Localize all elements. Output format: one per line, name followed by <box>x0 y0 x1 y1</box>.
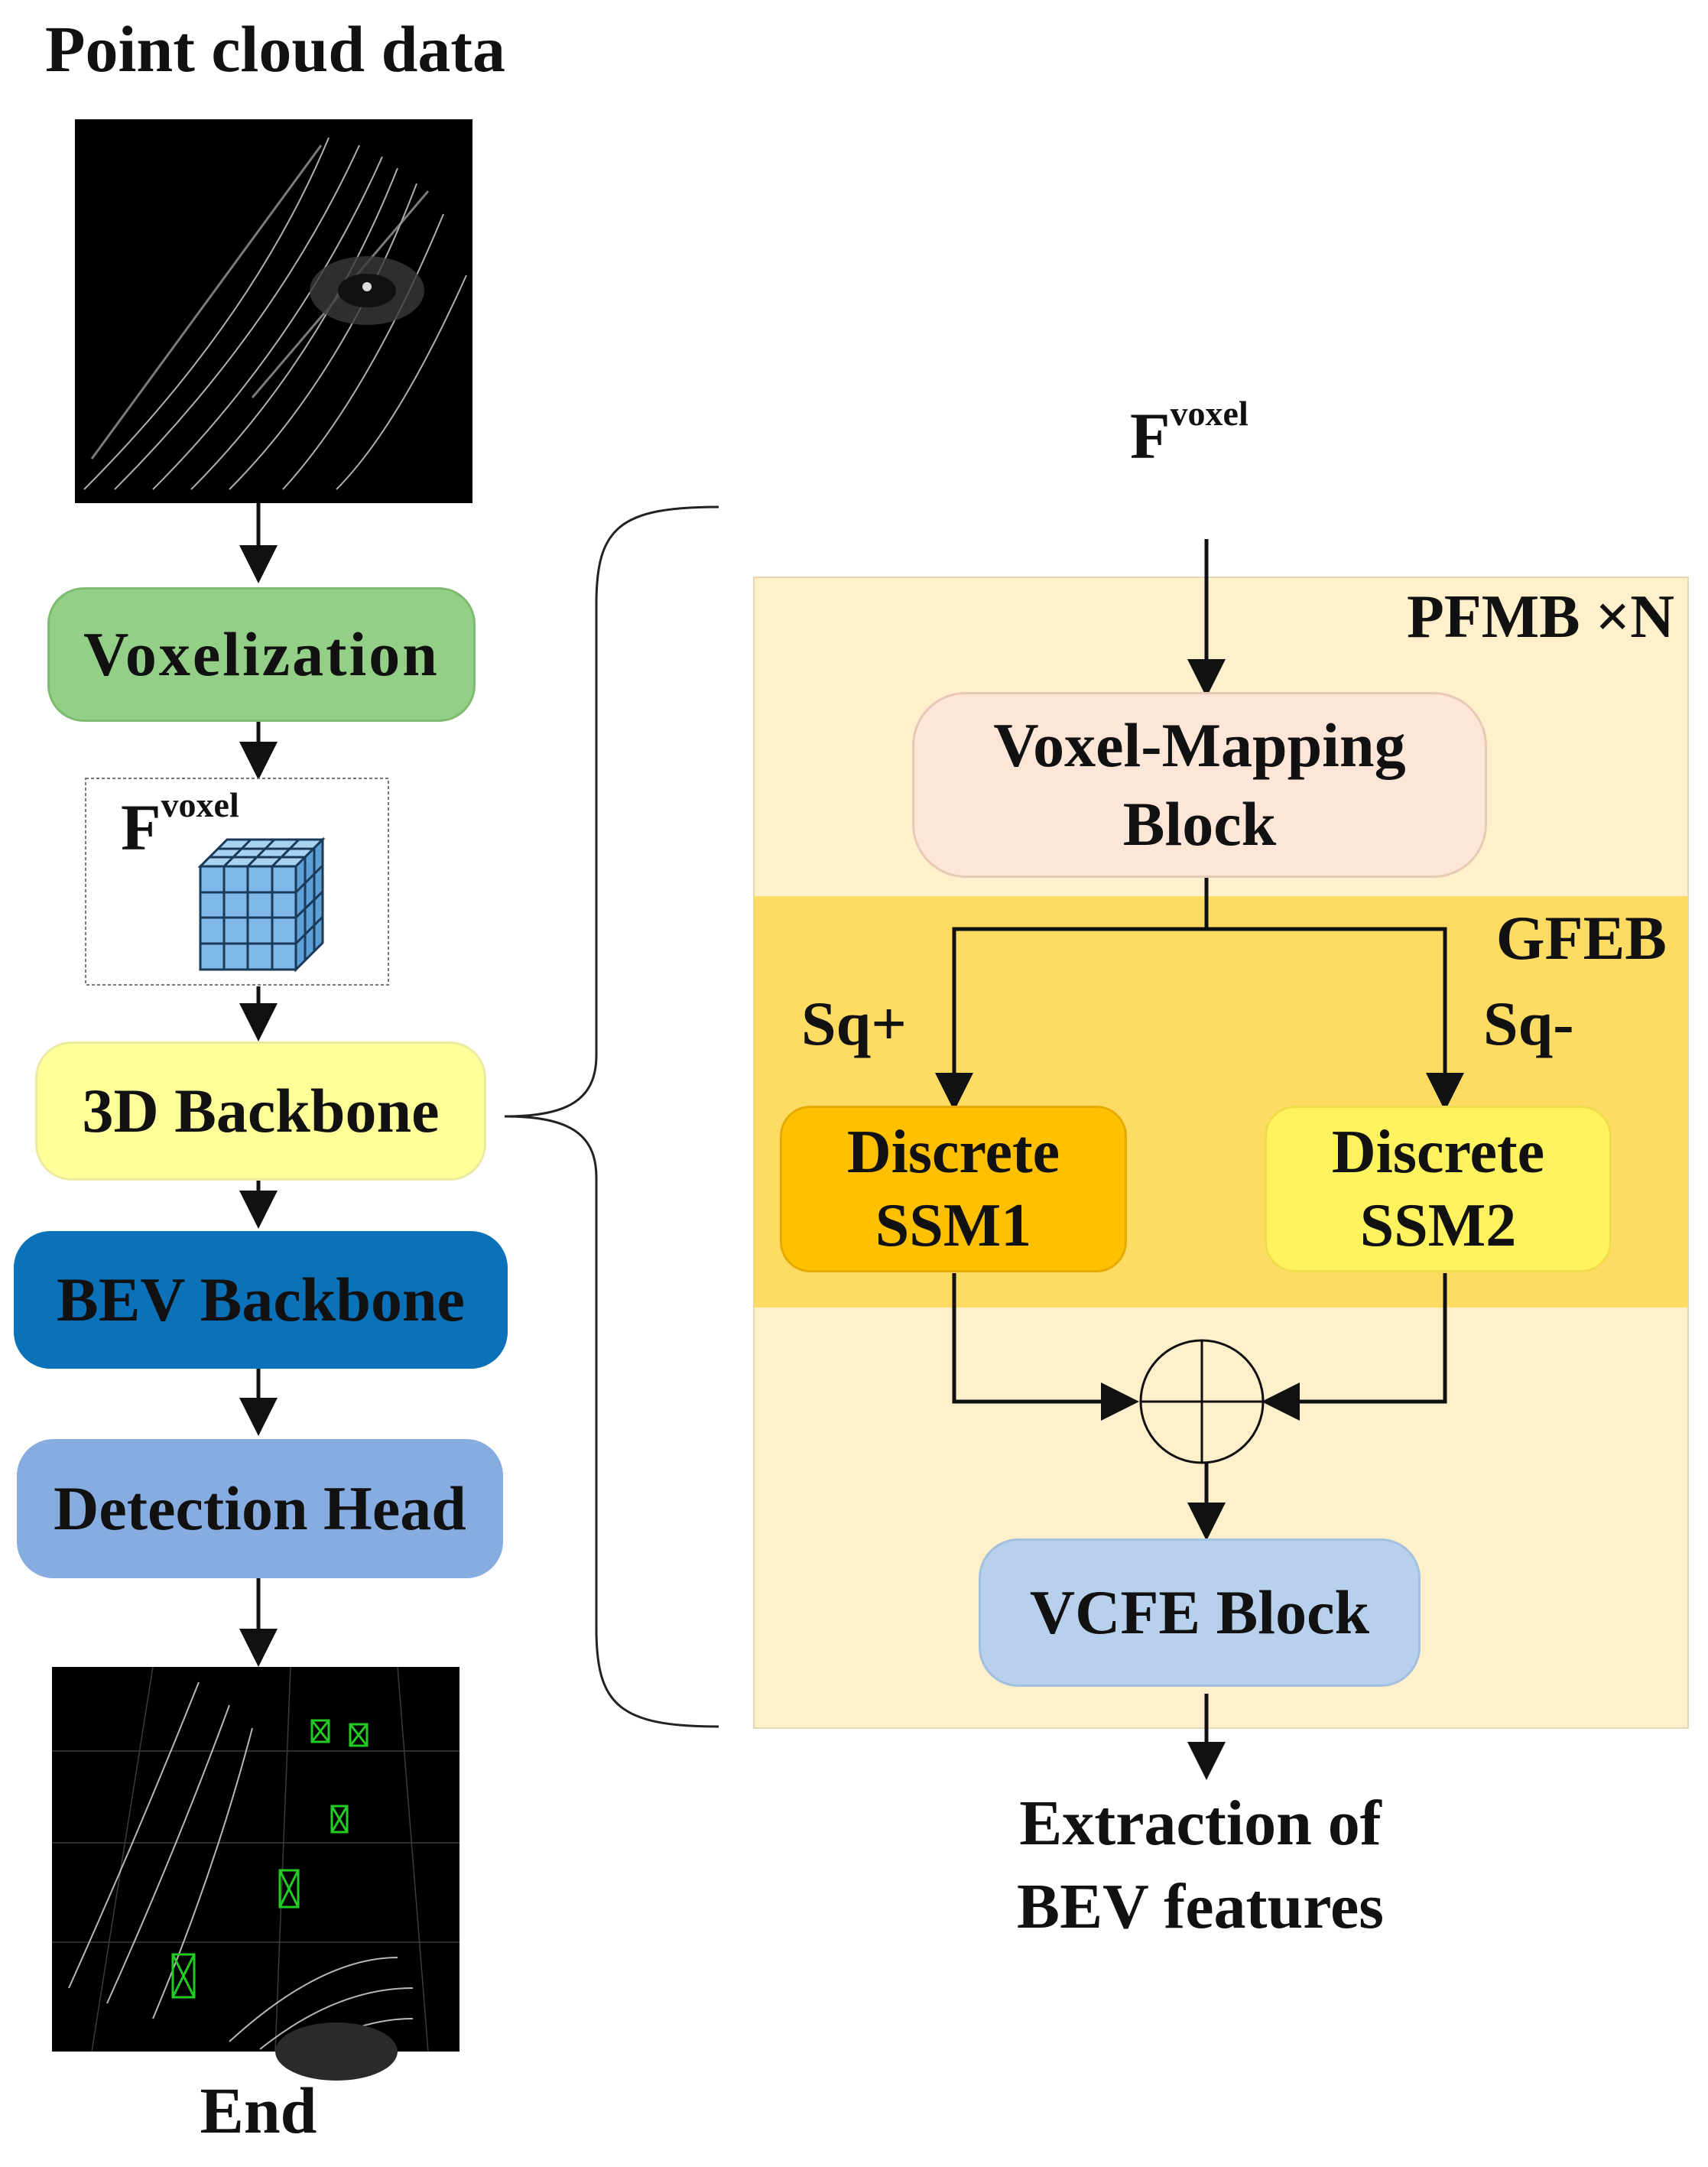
input-feature-label: Fvoxel <box>1130 394 1249 474</box>
feature-sup: voxel <box>161 785 239 824</box>
voxelization-block: Voxelization <box>47 587 476 722</box>
output-text: Extraction of BEV features <box>917 1782 1483 1948</box>
ssm1-line1: Discrete <box>846 1119 1060 1186</box>
sq-plus-label: Sq+ <box>801 989 907 1058</box>
feature-base: F <box>121 791 161 864</box>
pfmb-label: PFMB ×N <box>1407 583 1674 651</box>
ssm2-line1: Discrete <box>1331 1119 1545 1186</box>
vcfe-block: VCFE Block <box>979 1538 1421 1687</box>
voxel-cube-icon <box>197 837 326 973</box>
bev-backbone-block: BEV Backbone <box>14 1231 508 1369</box>
sum-node-icon <box>1139 1339 1265 1464</box>
expansion-brace <box>504 505 719 1728</box>
input-label: Point cloud data <box>44 12 506 86</box>
gfeb-label: GFEB <box>1495 903 1667 973</box>
detection-result-image <box>52 1666 459 2081</box>
bev-backbone-label: BEV Backbone <box>57 1265 465 1334</box>
ssm1-line2: SSM1 <box>875 1192 1032 1259</box>
backbone-3d-label: 3D Backbone <box>82 1076 440 1145</box>
feature-voxel-label: Fvoxel <box>121 785 239 866</box>
voxel-mapping-line2: Block <box>1122 788 1277 859</box>
output-label: End <box>200 2074 317 2147</box>
detection-head-label: Detection Head <box>54 1473 466 1543</box>
input-sup: voxel <box>1170 394 1249 433</box>
voxelization-label: Voxelization <box>83 619 440 689</box>
voxel-mapping-block: Voxel-Mapping Block <box>912 692 1487 878</box>
ssm1-block: Discrete SSM1 <box>780 1106 1127 1272</box>
backbone-3d-block: 3D Backbone <box>35 1041 486 1181</box>
detection-head-block: Detection Head <box>17 1439 503 1578</box>
vcfe-label: VCFE Block <box>1029 1577 1370 1647</box>
ssm2-line2: SSM2 <box>1359 1192 1517 1259</box>
sq-minus-label: Sq- <box>1483 989 1574 1058</box>
voxel-mapping-line1: Voxel-Mapping <box>993 710 1406 780</box>
output-line1: Extraction of <box>1019 1788 1382 1859</box>
ssm2-block: Discrete SSM2 <box>1265 1106 1612 1272</box>
point-cloud-image <box>75 119 472 503</box>
input-base: F <box>1130 399 1171 473</box>
right-flow-arrows <box>935 539 1464 1780</box>
output-line2: BEV features <box>1017 1871 1384 1943</box>
